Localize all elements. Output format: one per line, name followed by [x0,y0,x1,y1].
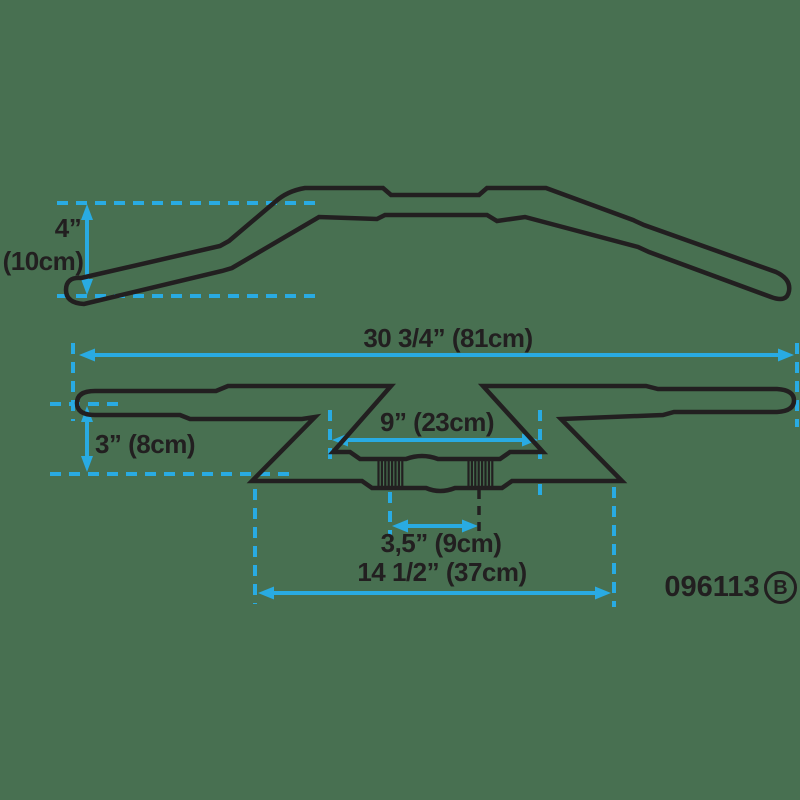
dimension-label-rise-inches: 4” [54,213,82,243]
part-number: 096113 [664,571,760,603]
revision-badge: B [764,571,797,604]
knurl-hatching-left [377,461,404,487]
knurl-hatching-right [467,461,494,487]
dimension-label-overall-width: 30 3/4” (81cm) [363,323,533,353]
revision-letter: B [773,576,788,599]
dimension-label-lower-width: 14 1/2” (37cm) [357,557,527,587]
handlebar-top-view [74,383,797,494]
dimension-label-spacing: 3,5” (9cm) [380,528,502,558]
handlebar-front-view [63,185,792,307]
dimension-label-center-width: 9” (23cm) [380,407,495,437]
dimension-label-pullback: 3” (8cm) [94,429,196,459]
dimension-label-rise-metric: (10cm) [2,246,84,276]
